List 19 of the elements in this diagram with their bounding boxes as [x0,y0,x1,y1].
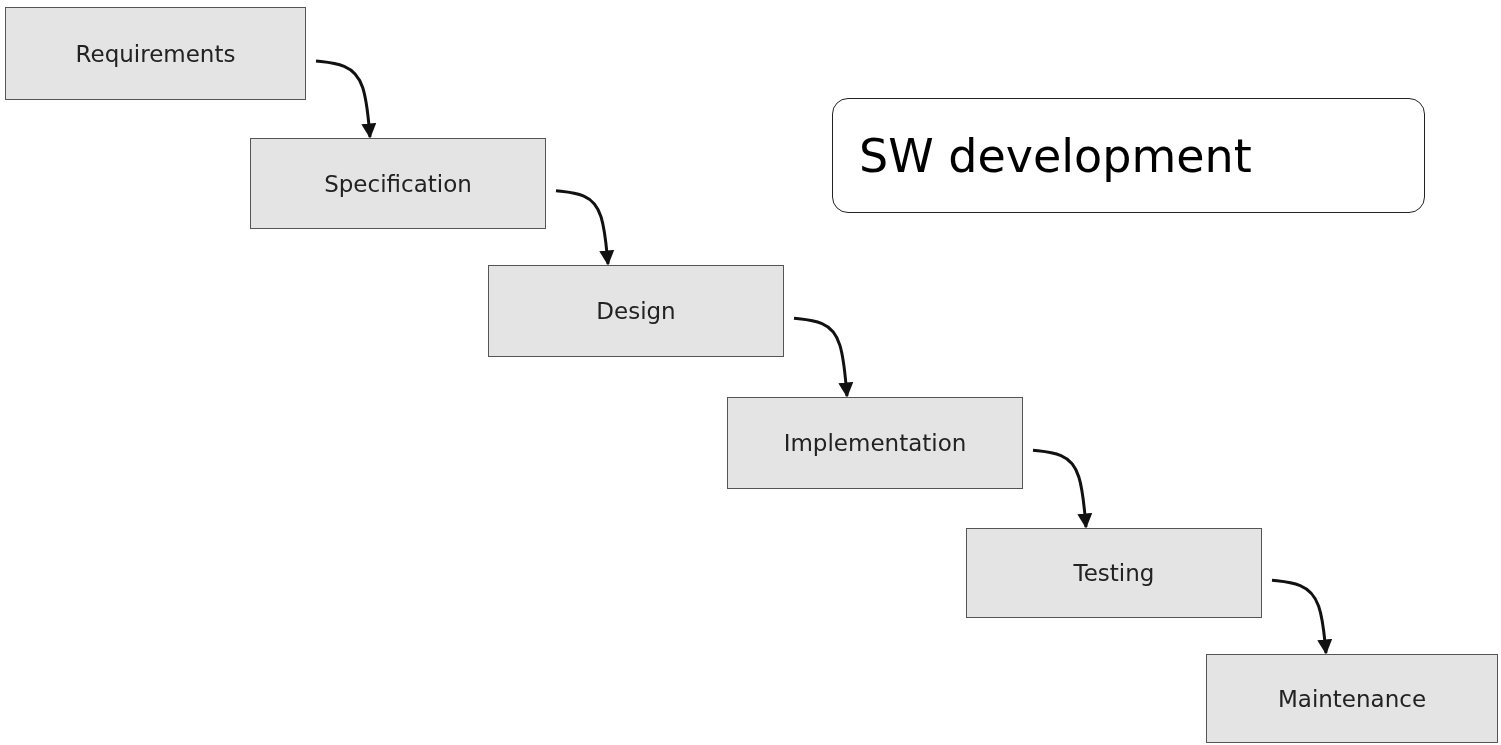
note-text: SW development [859,128,1252,183]
step-label: Requirements [75,40,236,67]
step-label: Specification [324,170,472,197]
curved-arrow [1271,578,1333,655]
step-label: Design [596,298,676,324]
step-label: Testing [1073,560,1155,586]
step-label: Implementation [783,430,967,456]
curved-arrow [1032,448,1093,529]
step-label: Maintenance [1277,685,1427,712]
process-box [966,528,1262,618]
curved-arrow [315,59,377,139]
process-box [488,265,784,357]
note-box [832,98,1425,213]
process-box [250,138,546,229]
process-box [5,7,306,100]
curved-arrow [555,189,615,266]
curved-arrow [793,316,854,398]
process-box [1206,654,1498,743]
process-box [727,397,1023,489]
